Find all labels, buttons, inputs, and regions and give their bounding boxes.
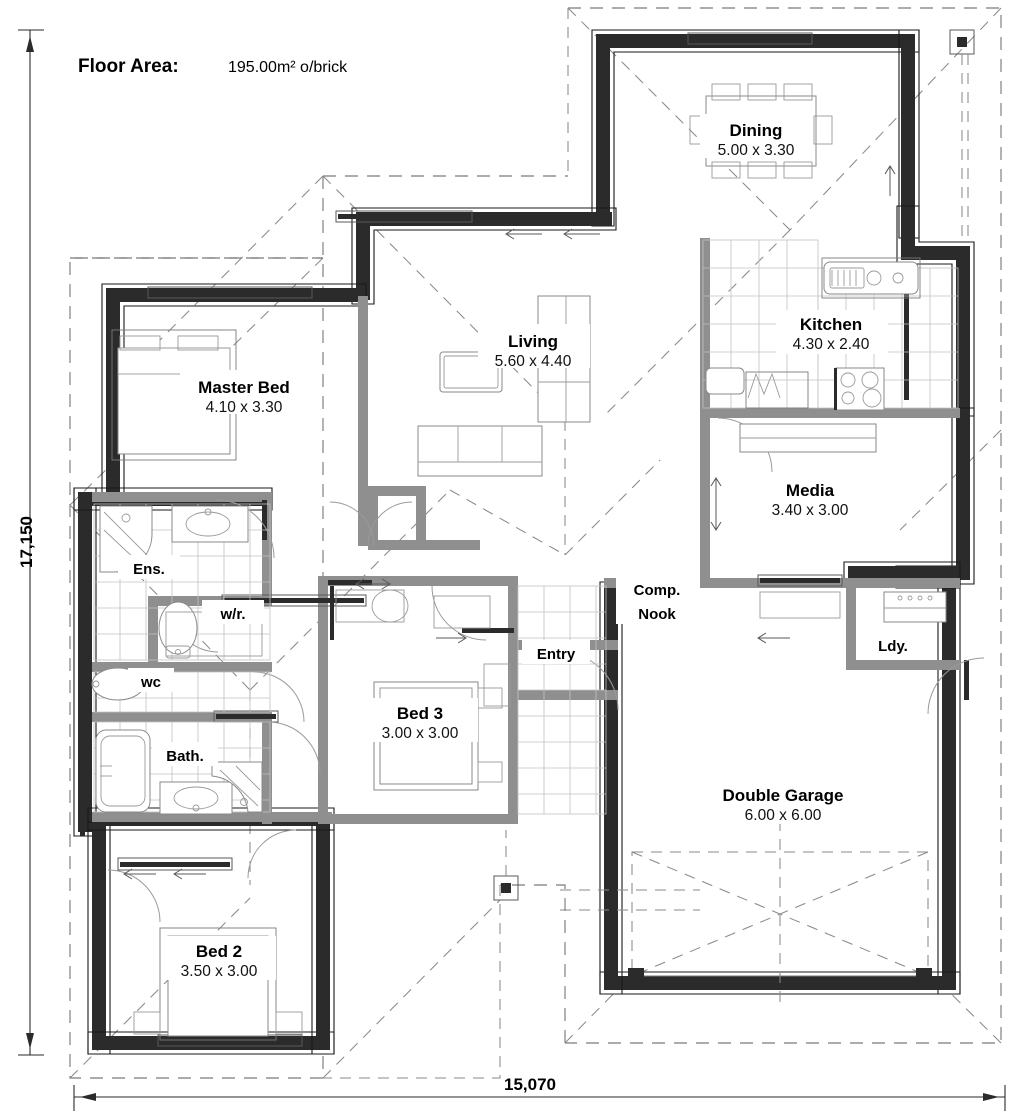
header-block: Floor Area: 195.00m² o/brick	[78, 56, 348, 77]
overall-width-dimension: 15,070	[504, 1075, 556, 1094]
room-size-master-bed: 4.10 x 3.30	[206, 399, 283, 416]
flow-arrows	[123, 165, 896, 880]
room-size-media: 3.40 x 3.00	[772, 502, 849, 519]
room-name-comp-nook-line1: Comp.	[634, 582, 681, 599]
room-label-bath: Bath.	[152, 742, 218, 766]
room-size-living: 5.60 x 4.40	[495, 353, 572, 370]
furniture-kitchen	[705, 257, 921, 411]
room-name-bed2: Bed 2	[196, 942, 242, 961]
room-name-garage: Double Garage	[723, 786, 844, 805]
room-label-garage: Double Garage 6.00 x 6.00	[700, 780, 868, 824]
room-name-bed3: Bed 3	[397, 704, 443, 723]
downpipe-markers	[493, 29, 975, 901]
dimension-lines	[18, 29, 1006, 1111]
room-size-garage: 6.00 x 6.00	[745, 807, 822, 824]
furniture-media	[739, 423, 877, 453]
room-name-entry: Entry	[537, 646, 576, 663]
door-swing-arcs	[107, 417, 985, 923]
room-label-dining: Dining 5.00 x 3.30	[700, 114, 812, 159]
room-label-media: Media 3.40 x 3.00	[756, 476, 868, 520]
room-size-bed2: 3.50 x 3.00	[181, 963, 258, 980]
window-openings	[80, 32, 969, 1047]
room-name-ensuite: Ens.	[133, 561, 165, 578]
room-label-comp-nook: Comp. Nook	[616, 576, 700, 624]
room-label-kitchen: Kitchen 4.30 x 2.40	[776, 310, 888, 354]
room-name-comp-nook-line2: Nook	[638, 606, 676, 623]
room-labels: Dining 5.00 x 3.30 Living 5.60 x 4.40 Ki…	[118, 114, 922, 980]
room-label-bed2: Bed 2 3.50 x 3.00	[164, 936, 276, 980]
overall-height-dimension: 17,150	[17, 516, 36, 568]
room-name-kitchen: Kitchen	[800, 315, 862, 334]
room-label-master-bed: Master Bed 4.10 x 3.30	[180, 370, 314, 416]
floor-area-label: Floor Area:	[78, 56, 179, 77]
room-label-wc: wc	[128, 668, 174, 692]
floor-area-value: 195.00m² o/brick	[228, 59, 348, 76]
room-label-laundry: Ldy.	[864, 632, 922, 656]
room-name-dining: Dining	[730, 121, 783, 140]
room-size-bed3: 3.00 x 3.00	[382, 725, 459, 742]
room-name-laundry: Ldy.	[878, 638, 908, 655]
room-label-ensuite: Ens.	[118, 555, 180, 579]
room-name-master-bed: Master Bed	[198, 378, 290, 397]
tile-grid-entry	[517, 585, 607, 815]
room-label-living: Living 5.60 x 4.40	[478, 324, 590, 370]
room-name-wc: wc	[140, 674, 161, 691]
room-size-dining: 5.00 x 3.30	[718, 142, 795, 159]
room-label-bed3: Bed 3 3.00 x 3.00	[366, 698, 478, 742]
room-label-entry: Entry	[522, 640, 590, 664]
fixtures-bath	[95, 729, 263, 815]
room-label-wardrobe: w/r.	[202, 600, 264, 624]
room-name-wardrobe: w/r.	[219, 606, 245, 623]
room-name-bath: Bath.	[166, 748, 204, 765]
fixtures-laundry	[883, 591, 947, 623]
room-name-media: Media	[786, 481, 835, 500]
garage-door-swing	[560, 820, 932, 1010]
room-size-kitchen: 4.30 x 2.40	[793, 336, 870, 353]
room-name-living: Living	[508, 332, 558, 351]
